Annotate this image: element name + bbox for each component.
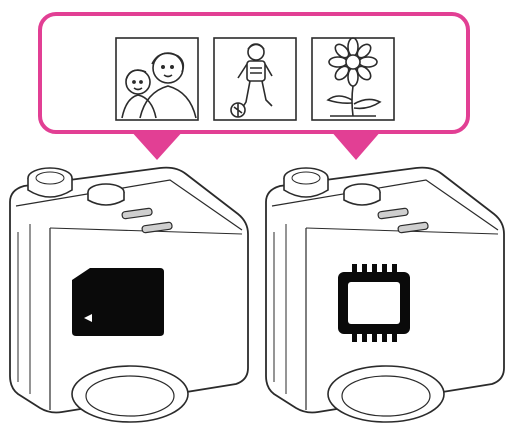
flower-photo-icon <box>312 38 394 120</box>
memory-card-icon <box>72 268 164 336</box>
soccer-player-photo-icon <box>214 38 296 120</box>
parent-child-photo-icon <box>116 38 198 120</box>
callout-pointer-left <box>130 130 184 160</box>
internal-memory-chip-icon <box>338 264 410 342</box>
callout-pointer-right <box>330 130 382 160</box>
left-camera <box>10 168 248 422</box>
right-camera <box>266 168 504 422</box>
